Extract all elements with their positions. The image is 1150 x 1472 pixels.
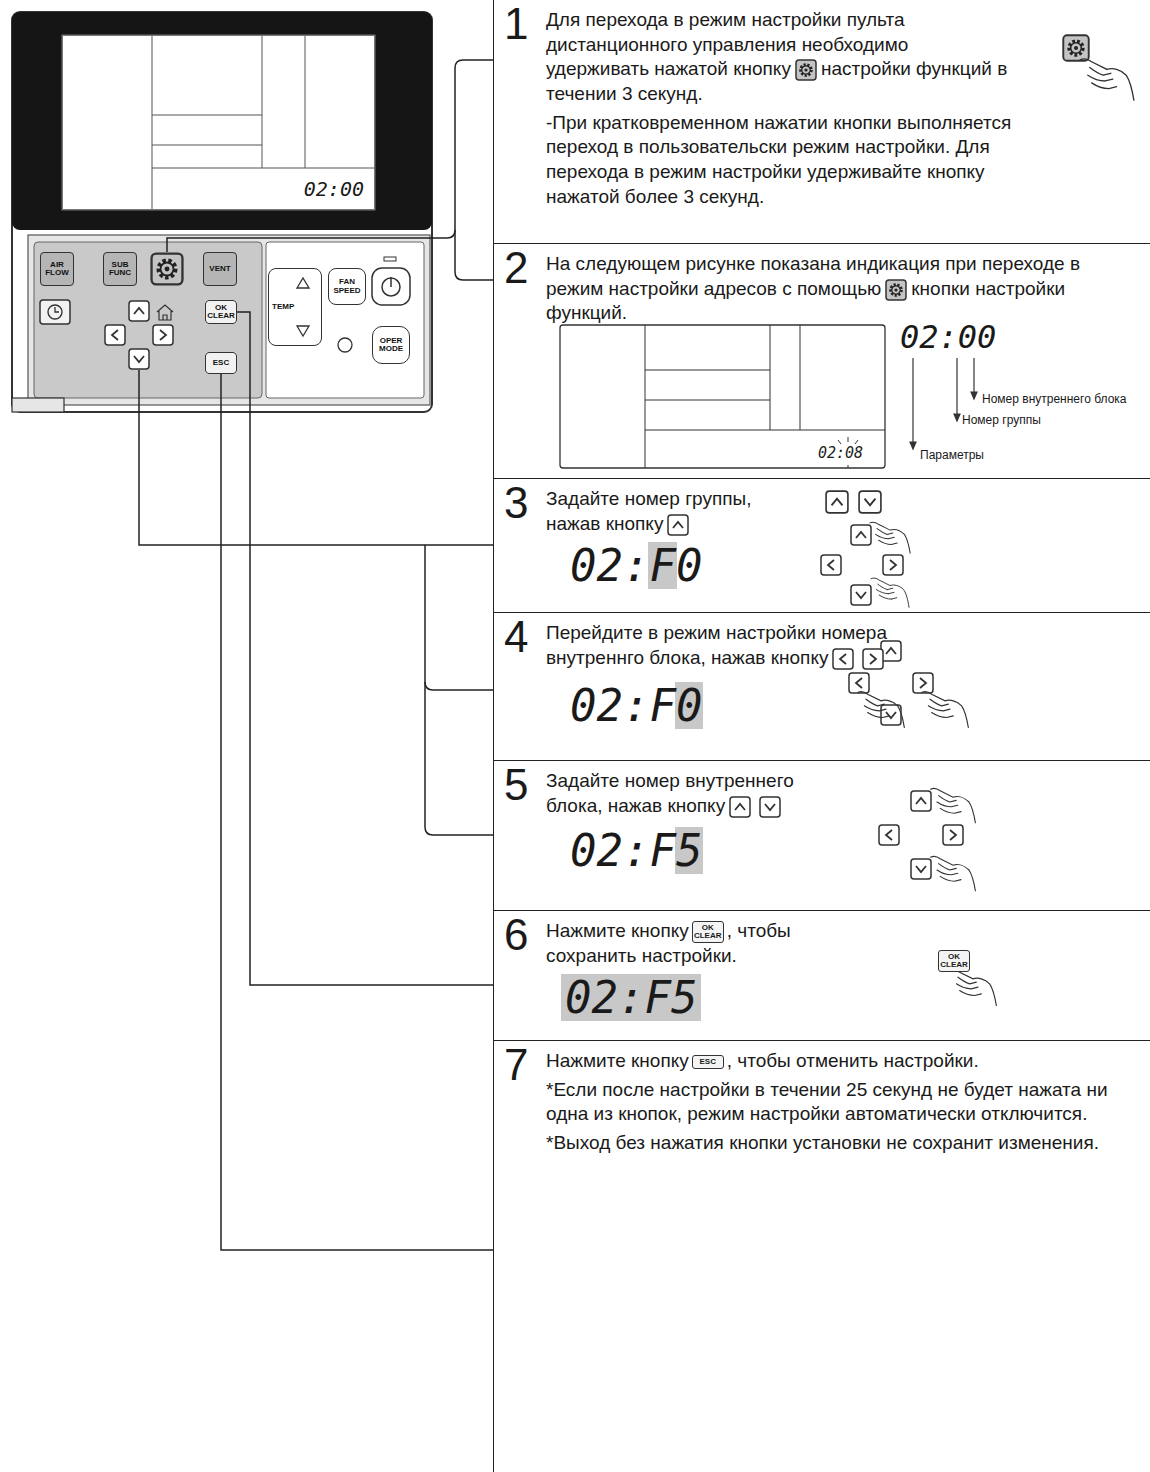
- readout: 02:F0: [570, 540, 702, 591]
- down-button-icon: [759, 796, 781, 818]
- paragraph: -При кратковременном нажатии кнопки выпо…: [546, 111, 1016, 210]
- esc-button: ESC: [205, 352, 237, 374]
- step-row: 7 Нажмите кнопкуESC, чтобы отменить настр…: [493, 1040, 1150, 1472]
- step-number: 3: [504, 478, 528, 527]
- button-label: TEMP: [272, 303, 294, 311]
- step-text: Задайте номер группы, нажав кнопку: [546, 487, 806, 536]
- button-label: SUB FUNC: [105, 261, 135, 278]
- button-label: AIR FLOW: [42, 261, 72, 278]
- paragraph: Нажмите кнопкуESC, чтобы отменить настро…: [546, 1049, 1136, 1074]
- paragraph: *Если после настройки в течении 25 секун…: [546, 1078, 1136, 1127]
- temp-rocker: TEMP: [268, 268, 322, 346]
- right-button-icon: [862, 648, 884, 670]
- lcd-readout: 02:00: [304, 177, 364, 201]
- step-text: Задайте номер группы, нажав кнопку: [546, 488, 751, 534]
- step-number: 7: [504, 1040, 528, 1089]
- button-label: OK CLEAR: [207, 304, 235, 321]
- button-label: FAN SPEED: [330, 278, 364, 295]
- callout-label: Номер группы: [962, 413, 1041, 427]
- step-text: Перейдите в режим настройки номера внутр…: [546, 621, 976, 670]
- leader-line: [221, 374, 493, 1250]
- step-text: Задайте номер внутреннего блока, нажав к…: [546, 770, 794, 816]
- air-flow-button: AIR FLOW: [40, 252, 74, 286]
- lcd-readout: 02:08: [818, 444, 863, 462]
- up-button-icon: [667, 514, 689, 536]
- step-text: -При кратковременном нажатии кнопки выпо…: [546, 112, 1011, 207]
- button-icon: OK CLEAR: [692, 921, 724, 943]
- ok-clear-button: OK CLEAR: [205, 300, 237, 324]
- button-label: OPER MODE: [374, 337, 408, 354]
- button-label: VENT: [209, 265, 230, 273]
- step-row: 1 Для перехода в режим настройки пульта д…: [493, 0, 1150, 243]
- button-label: ESC: [213, 359, 229, 367]
- step-number: 1: [504, 0, 528, 48]
- step-text: *Если после настройки в течении 25 секун…: [546, 1079, 1108, 1125]
- paragraph: Перейдите в режим настройки номера внутр…: [546, 621, 976, 670]
- callout-label: Номер внутреннего блока: [982, 392, 1127, 406]
- step-number: 4: [504, 612, 528, 661]
- step-number: 2: [504, 243, 528, 292]
- readout: 02:F0: [570, 680, 702, 731]
- paragraph: На следующем рисунке показана индикация …: [546, 252, 1126, 326]
- callout-label: Параметры: [920, 448, 984, 462]
- gear-button-icon: [795, 59, 817, 81]
- readout: 02:F5: [565, 972, 697, 1023]
- vent-button: VENT: [203, 252, 237, 286]
- left-button-icon: [832, 648, 854, 670]
- paragraph: Нажмите кнопкуOK CLEAR, чтобы сохранить …: [546, 919, 876, 968]
- step-text: Нажмите кнопкуOK CLEAR, чтобы сохранить …: [546, 919, 876, 968]
- paragraph: Задайте номер группы, нажав кнопку: [546, 487, 806, 536]
- step-row: 2 На следующем рисунке показана индикация…: [493, 243, 1150, 478]
- oper-mode-button: OPER MODE: [372, 326, 410, 364]
- paragraph: Задайте номер внутреннего блока, нажав к…: [546, 769, 806, 818]
- readout: 02:00: [900, 318, 996, 356]
- step-text: , чтобы отменить настройки.: [727, 1050, 979, 1071]
- button-icon: OK CLEAR: [938, 950, 970, 972]
- paragraph: *Выход без нажатия кнопки установки не с…: [546, 1131, 1136, 1156]
- readout: 02:F5: [570, 825, 702, 876]
- up-button-icon: [729, 796, 751, 818]
- step-text: Задайте номер внутреннего блока, нажав к…: [546, 769, 806, 818]
- sub-func-button: SUB FUNC: [103, 252, 137, 286]
- step-text: Для перехода в режим настройки пульта ди…: [546, 8, 1016, 210]
- paragraph: Для перехода в режим настройки пульта ди…: [546, 8, 1016, 107]
- lcd-screen: 02:00: [62, 35, 375, 210]
- step-text: *Выход без нажатия кнопки установки не с…: [546, 1132, 1099, 1153]
- leader-line: [237, 312, 493, 985]
- button-icon: ESC: [692, 1055, 724, 1069]
- step-text: Нажмите кнопкуESC, чтобы отменить настро…: [546, 1049, 1136, 1156]
- step-number: 6: [504, 910, 528, 959]
- step-text: На следующем рисунке показана индикация …: [546, 252, 1126, 326]
- step-text: Нажмите кнопку: [546, 1050, 689, 1071]
- step-text: Нажмите кнопку: [546, 920, 689, 941]
- fan-speed-button: FAN SPEED: [328, 268, 366, 305]
- gear-button-icon: [885, 279, 907, 301]
- step-number: 5: [504, 760, 528, 809]
